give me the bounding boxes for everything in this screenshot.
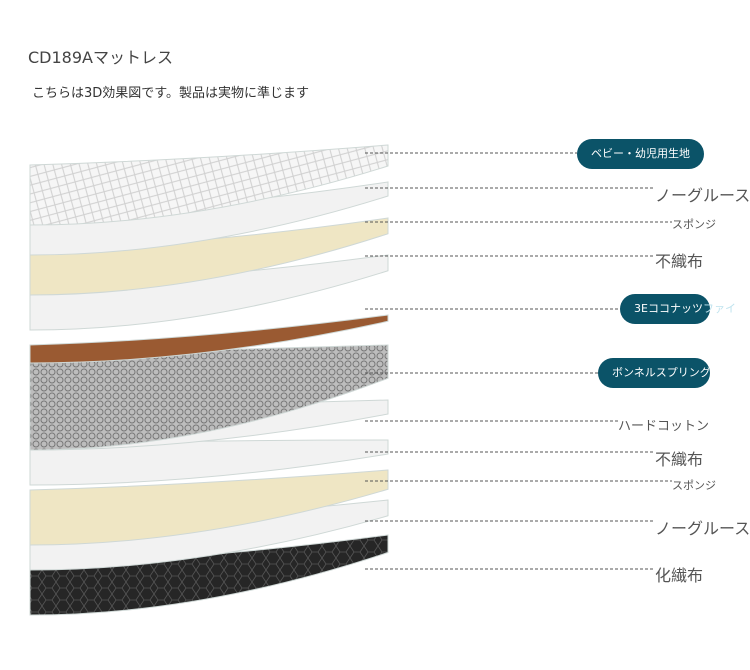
layer-label-no-glue-2: ノーグルース xyxy=(655,519,750,538)
product-title: CD189Aマットレス xyxy=(28,48,173,67)
layer-label-bonnell-spring: ボンネルスプリング xyxy=(598,358,710,388)
layer-label-synthetic-fabric: 化繊布 xyxy=(655,566,704,585)
layer-label-coconut: 3Eココナッツファイ xyxy=(620,294,736,324)
layer-label-nonwoven: 不織布 xyxy=(655,252,704,271)
sponge-layer-2 xyxy=(29,469,389,546)
layer-label-baby-fabric: ベビー・幼児用生地 xyxy=(577,139,704,169)
product-subtitle: こちらは3D効果図です。製品は実物に準じます xyxy=(32,86,309,101)
layer-label-hard-cotton: ハードコットン xyxy=(618,419,710,434)
layer-label-no-glue: ノーグルース xyxy=(655,186,750,205)
coconut-label-faded: ファイ xyxy=(702,302,736,315)
layer-label-sponge: スポンジ xyxy=(672,218,716,231)
layer-label-nonwoven-2: 不織布 xyxy=(655,450,704,469)
layer-label-sponge-2: スポンジ xyxy=(672,479,716,492)
coconut-layer xyxy=(29,314,389,364)
top-fabric-layer xyxy=(29,144,389,226)
coconut-label-text: 3Eココナッツ xyxy=(634,302,703,315)
